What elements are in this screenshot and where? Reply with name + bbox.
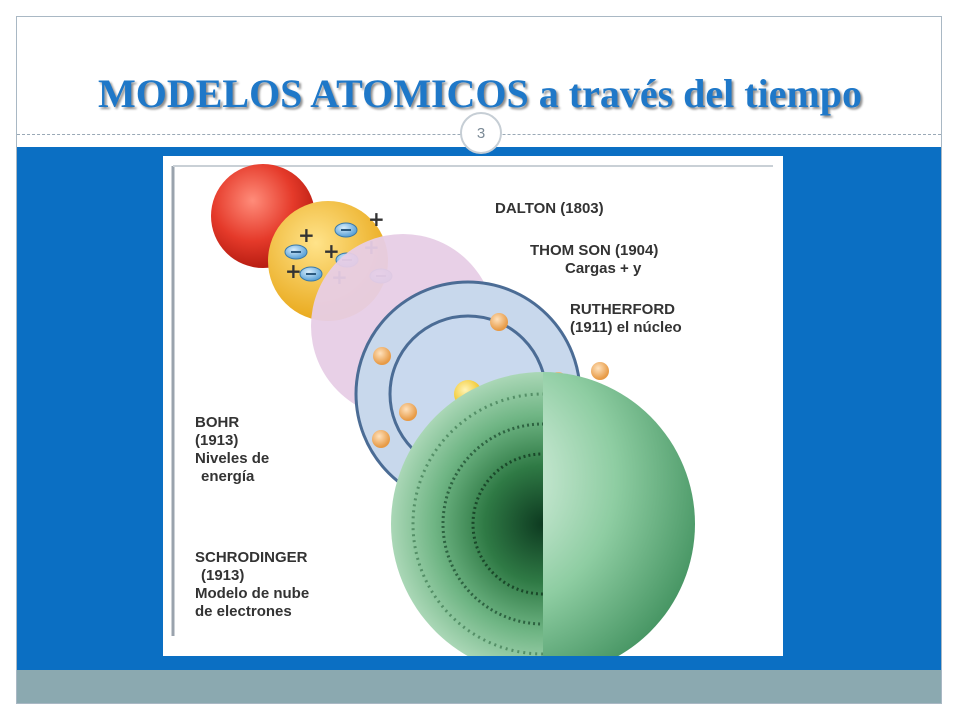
label-rutherford-subtitle: (1911) el núcleo — [570, 319, 682, 336]
label-rutherford-title: RUTHERFORD — [570, 301, 675, 318]
label-bohr-year: (1913) — [195, 432, 239, 449]
label-schrodinger-year: (1913) — [201, 567, 245, 584]
page-number: 3 — [476, 124, 486, 142]
label-bohr-title: BOHR — [195, 414, 240, 431]
label-dalton: DALTON (1803) — [495, 200, 604, 217]
atomic-models-illustration: + + + + + + — [163, 156, 783, 656]
svg-text:+: + — [298, 223, 315, 247]
label-schrodinger-desc2: de electrones — [195, 603, 292, 620]
svg-text:+: + — [323, 239, 340, 263]
svg-text:+: + — [368, 207, 385, 231]
page-number-badge: 3 — [460, 112, 502, 154]
schrodinger-cloud-model — [391, 372, 695, 656]
label-bohr-desc2: energía — [201, 468, 255, 485]
label-bohr-desc1: Niveles de — [195, 450, 270, 467]
label-thomson-subtitle: Cargas + y — [565, 260, 642, 277]
label-schrodinger-desc1: Modelo de nube — [195, 585, 310, 602]
svg-text:+: + — [285, 259, 302, 283]
label-thomson-title: THOM SON (1904) — [530, 242, 659, 259]
footer-band — [17, 670, 941, 703]
atomic-models-figure: + + + + + + — [163, 156, 783, 656]
label-schrodinger-title: SCHRODINGER — [195, 549, 308, 566]
slide-title: MODELOS ATOMICOS a través del tiempo — [97, 71, 863, 116]
